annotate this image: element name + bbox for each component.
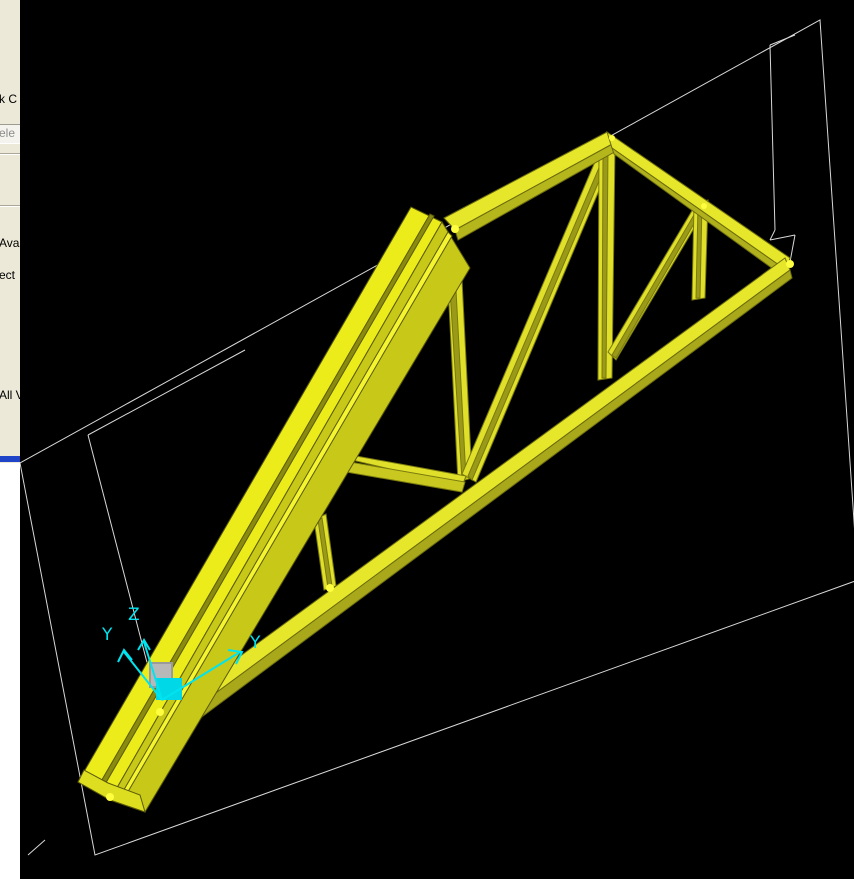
dialog-option-all[interactable]: All V [0, 388, 20, 402]
dialog-divider [0, 153, 20, 155]
graphics-viewport[interactable]: Y Z Y [20, 0, 854, 879]
coordinate-axes-icon [117, 638, 244, 701]
dialog-label-available: Ava [0, 236, 20, 250]
dialog-field-text: ele [0, 126, 16, 140]
node-marker-icon[interactable] [106, 135, 794, 801]
truss-top-chord [443, 130, 791, 275]
main-rafter-beam [77, 206, 471, 813]
truss-model-view[interactable]: Y Z Y [20, 0, 854, 879]
dialog-bottom-edge [0, 456, 20, 462]
axis-z-label: Z [128, 605, 140, 625]
dialog-divider [0, 205, 20, 207]
axis-x-label: Y [249, 633, 261, 653]
axis-y-label: Y [101, 625, 113, 645]
dialog-label-select: ect [0, 268, 16, 282]
truss-web-members [313, 144, 709, 591]
dialog-select-field[interactable]: ele [0, 124, 20, 144]
dialog-label-1: k C [0, 92, 17, 106]
property-dialog-panel[interactable]: k C ele Ava ect All V [0, 0, 21, 463]
